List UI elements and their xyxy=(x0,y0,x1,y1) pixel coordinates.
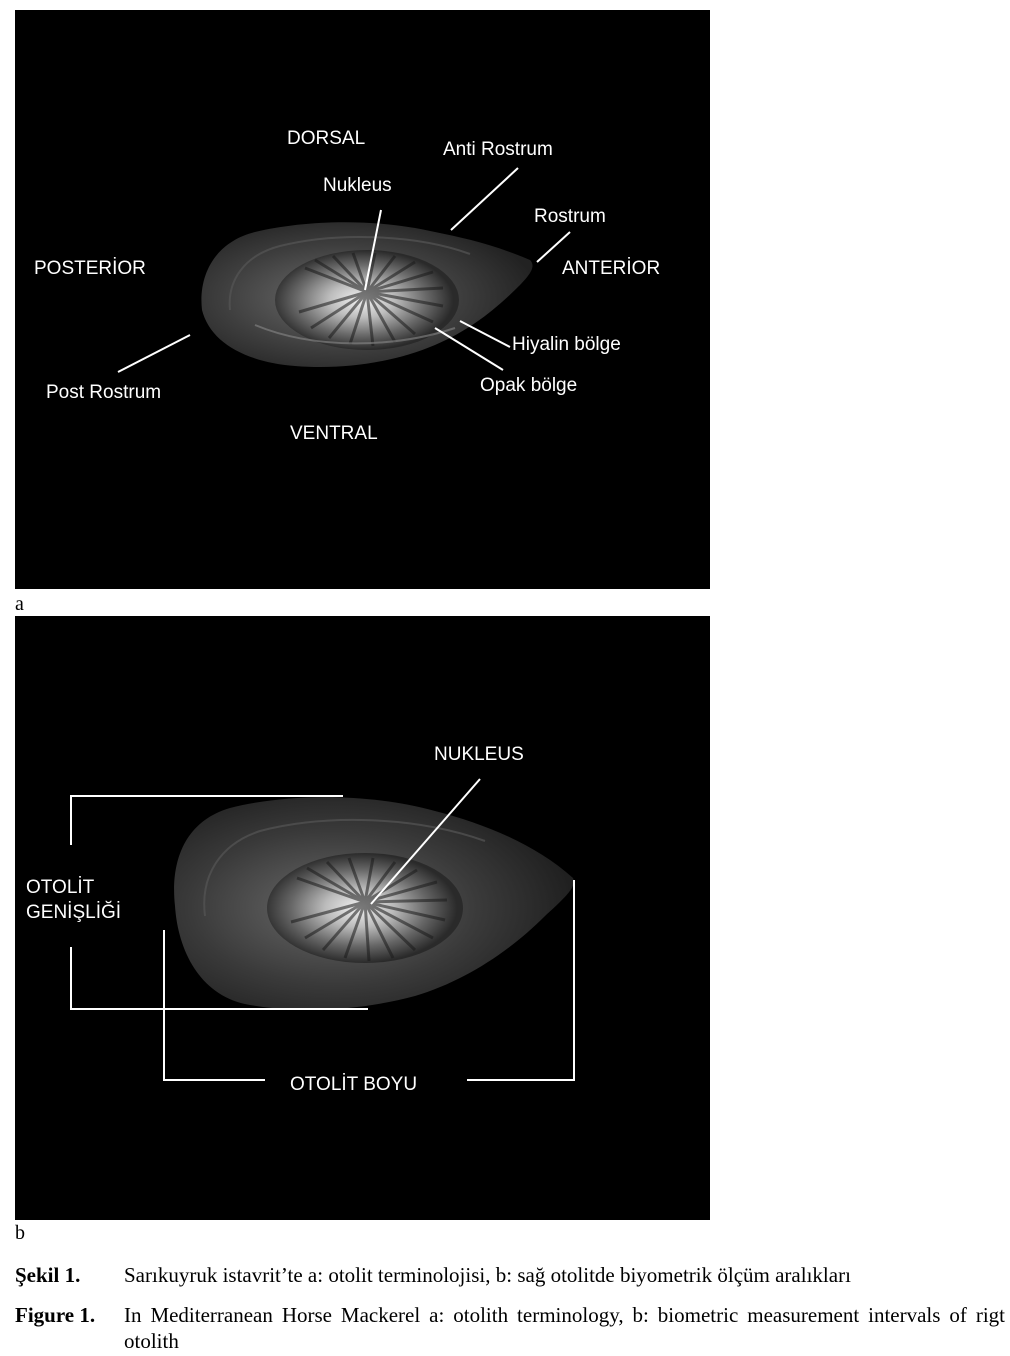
caption-turkish-label: Şekil 1. xyxy=(15,1263,81,1287)
width-bracket-bottom xyxy=(70,947,368,1010)
post-rostrum-pointer xyxy=(117,334,191,373)
hyaline-pointer xyxy=(459,320,511,348)
posterior-label: POSTERİOR xyxy=(34,258,146,279)
width-bracket-top xyxy=(70,795,343,845)
otolith-width-label-line2: GENİŞLİĞİ xyxy=(26,902,122,923)
dorsal-label: DORSAL xyxy=(287,128,366,149)
opaque-pointer xyxy=(434,327,504,371)
otolith-width-label-line1: OTOLİT xyxy=(26,877,95,898)
nucleus-pointer xyxy=(370,778,481,905)
opaque-zone-label: Opak bölge xyxy=(480,375,578,396)
nucleus-label: Nukleus xyxy=(323,175,392,196)
anti-rostrum-label: Anti Rostrum xyxy=(443,139,553,160)
hyaline-zone-label: Hiyalin bölge xyxy=(512,334,621,355)
caption-turkish-text: Sarıkuyruk istavrit’te a: otolit termino… xyxy=(124,1263,851,1287)
caption-english-label: Figure 1. xyxy=(15,1303,96,1327)
post-rostrum-label: Post Rostrum xyxy=(46,382,162,403)
ventral-label: VENTRAL xyxy=(290,423,378,444)
length-bracket-left xyxy=(163,930,265,1081)
nucleus-pointer xyxy=(364,209,382,291)
otolith-length-label: OTOLİT BOYU xyxy=(290,1074,418,1095)
length-bracket-right xyxy=(467,880,575,1081)
otolith-drawing-a xyxy=(117,167,571,373)
otolith-photo-measurements: NUKLEUS OTOLİT GENİŞLİĞİ OTOLİT BOYU xyxy=(15,616,710,1220)
otolith-drawing-b xyxy=(70,778,575,1081)
panel-b-letter: b xyxy=(15,1222,25,1244)
rostrum-label: Rostrum xyxy=(534,206,606,227)
otolith-photo-terminology: DORSAL Anti Rostrum Nukleus Rostrum POST… xyxy=(15,10,710,589)
nucleus-label: NUKLEUS xyxy=(434,744,524,765)
anterior-label: ANTERİOR xyxy=(562,258,661,279)
rostrum-pointer xyxy=(536,231,571,263)
panel-a-letter: a xyxy=(15,593,24,615)
anti-rostrum-pointer xyxy=(450,167,519,231)
caption-english-text: In Mediterranean Horse Mackerel a: otoli… xyxy=(124,1303,1005,1353)
